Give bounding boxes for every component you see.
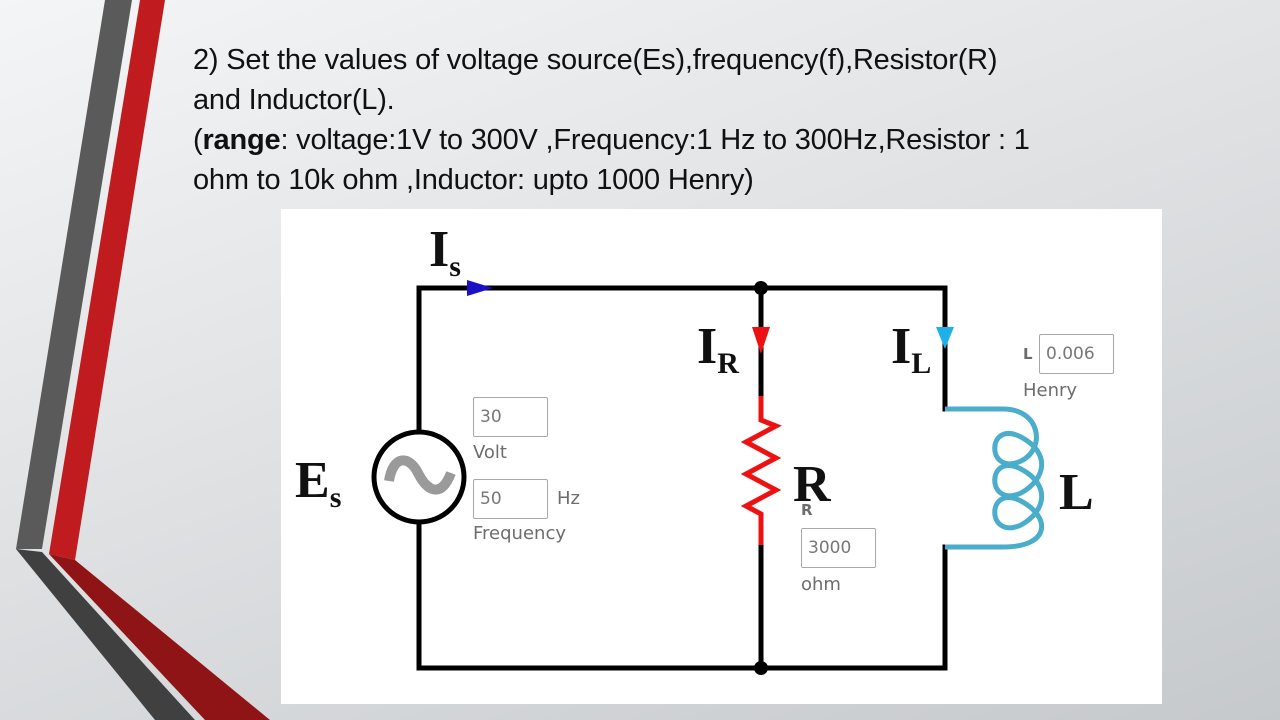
resistor-symbol: R (793, 456, 831, 513)
circuit-diagram (371, 280, 1045, 675)
inductance-prefix-label: L (1023, 345, 1033, 363)
source-current-symbol: I (429, 221, 450, 278)
range-keyword: range (202, 124, 281, 156)
inductor-symbol: L (1059, 464, 1094, 521)
resistor-current-symbol: I (697, 318, 718, 375)
voltage-unit-label: Volt (473, 442, 507, 463)
range-text: : voltage:1V to 300V ,Frequency:1 Hz to … (280, 124, 1030, 156)
inductor-current-symbol: I (891, 318, 912, 375)
source-current-subscript: s (449, 250, 461, 283)
inductor-coil-icon (945, 406, 1045, 550)
inductance-input[interactable] (1039, 334, 1114, 374)
inductor-current-subscript: L (911, 347, 932, 380)
circuit-panel: Is IR IL Es R L Volt Hz Frequency R ohm … (281, 209, 1162, 704)
resistor-icon (740, 396, 782, 545)
resistor-current-subscript: R (717, 347, 739, 380)
voltage-input[interactable] (473, 397, 548, 437)
frequency-unit-label: Hz (557, 488, 580, 509)
sine-wave-icon (384, 455, 456, 495)
source-current-arrow-icon (467, 280, 493, 296)
range-paren: ( (193, 124, 203, 156)
inductance-unit-label: Henry (1023, 380, 1078, 401)
instructions-text: 2) Set the values of voltage source(Es),… (193, 40, 1173, 200)
red-stripe-vertical (49, 0, 165, 560)
source-label: Es (295, 452, 341, 513)
resistance-prefix-label: R (801, 501, 813, 519)
resistor-label: R (793, 459, 831, 511)
red-stripe-diagonal (49, 554, 270, 720)
inductor-label: L (1059, 467, 1094, 519)
source-current-label: Is (429, 221, 461, 282)
instructions-range-line: (range: voltage:1V to 300V ,Frequency:1 … (193, 120, 1173, 160)
junction-bottom (754, 661, 768, 675)
gray-stripe-diagonal (16, 549, 195, 720)
inductor-current-label: IL (891, 318, 931, 379)
resistance-unit-label: ohm (801, 574, 841, 595)
instructions-line-4: ohm to 10k ohm ,Inductor: upto 1000 Henr… (193, 164, 754, 196)
source-symbol: E (295, 452, 330, 509)
source-subscript: s (329, 481, 342, 514)
inductor-current-arrow-icon (936, 327, 954, 349)
resistor-current-label: IR (697, 318, 739, 379)
gray-stripe-vertical (16, 0, 132, 549)
resistor-current-arrow-icon (752, 327, 770, 354)
junction-top (754, 281, 768, 295)
resistance-input[interactable] (801, 528, 876, 568)
frequency-input[interactable] (473, 479, 548, 519)
instructions-line-2: and Inductor(L). (193, 84, 395, 116)
instructions-line-1: 2) Set the values of voltage source(Es),… (193, 44, 998, 76)
frequency-caption: Frequency (473, 523, 566, 544)
